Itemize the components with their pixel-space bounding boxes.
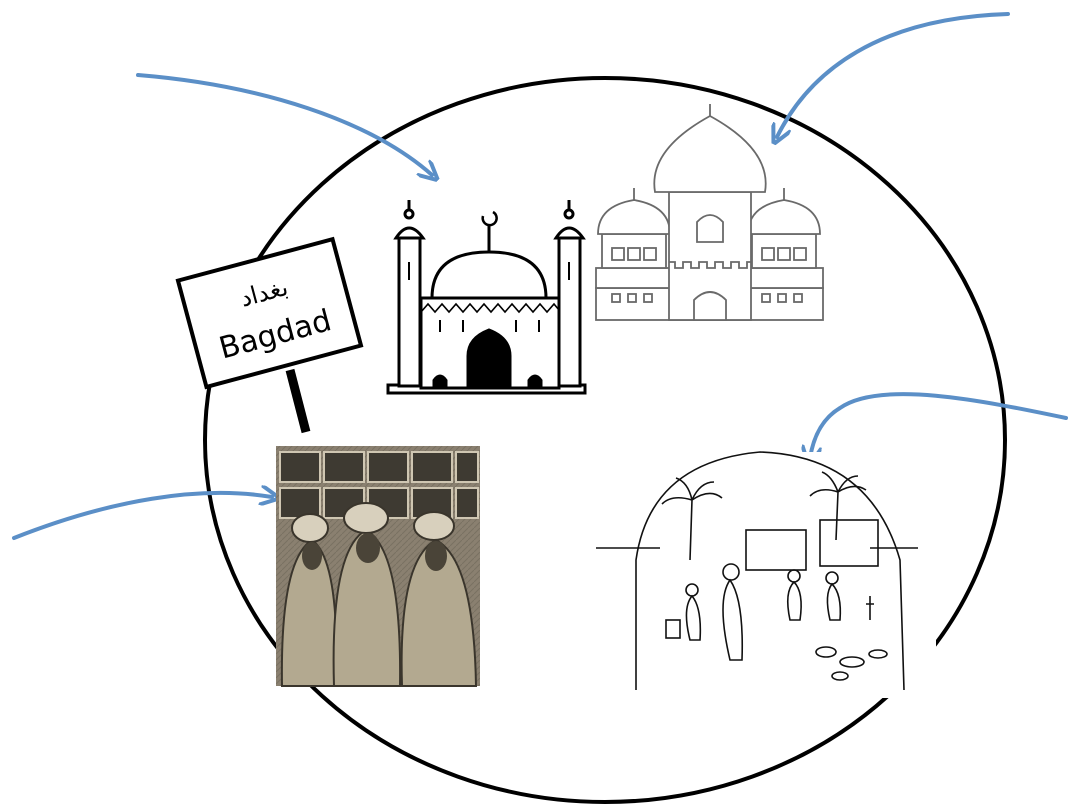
arrow-to-scholars (12, 493, 272, 540)
onion-dome-palace-icon (595, 104, 824, 321)
arrow-to-mosque (136, 73, 432, 175)
mosque-icon (386, 200, 587, 395)
city-circle (203, 76, 1007, 804)
arrow-to-market (810, 392, 1068, 458)
arrows (12, 12, 1068, 540)
scholars-manuscript-image (276, 446, 480, 687)
sign-post (285, 368, 311, 434)
bagdad-sign: بغداد Bagdad (175, 236, 364, 434)
arrow-to-palace (777, 12, 1010, 137)
sign-board (175, 236, 364, 390)
market-street-sketch (596, 451, 936, 698)
